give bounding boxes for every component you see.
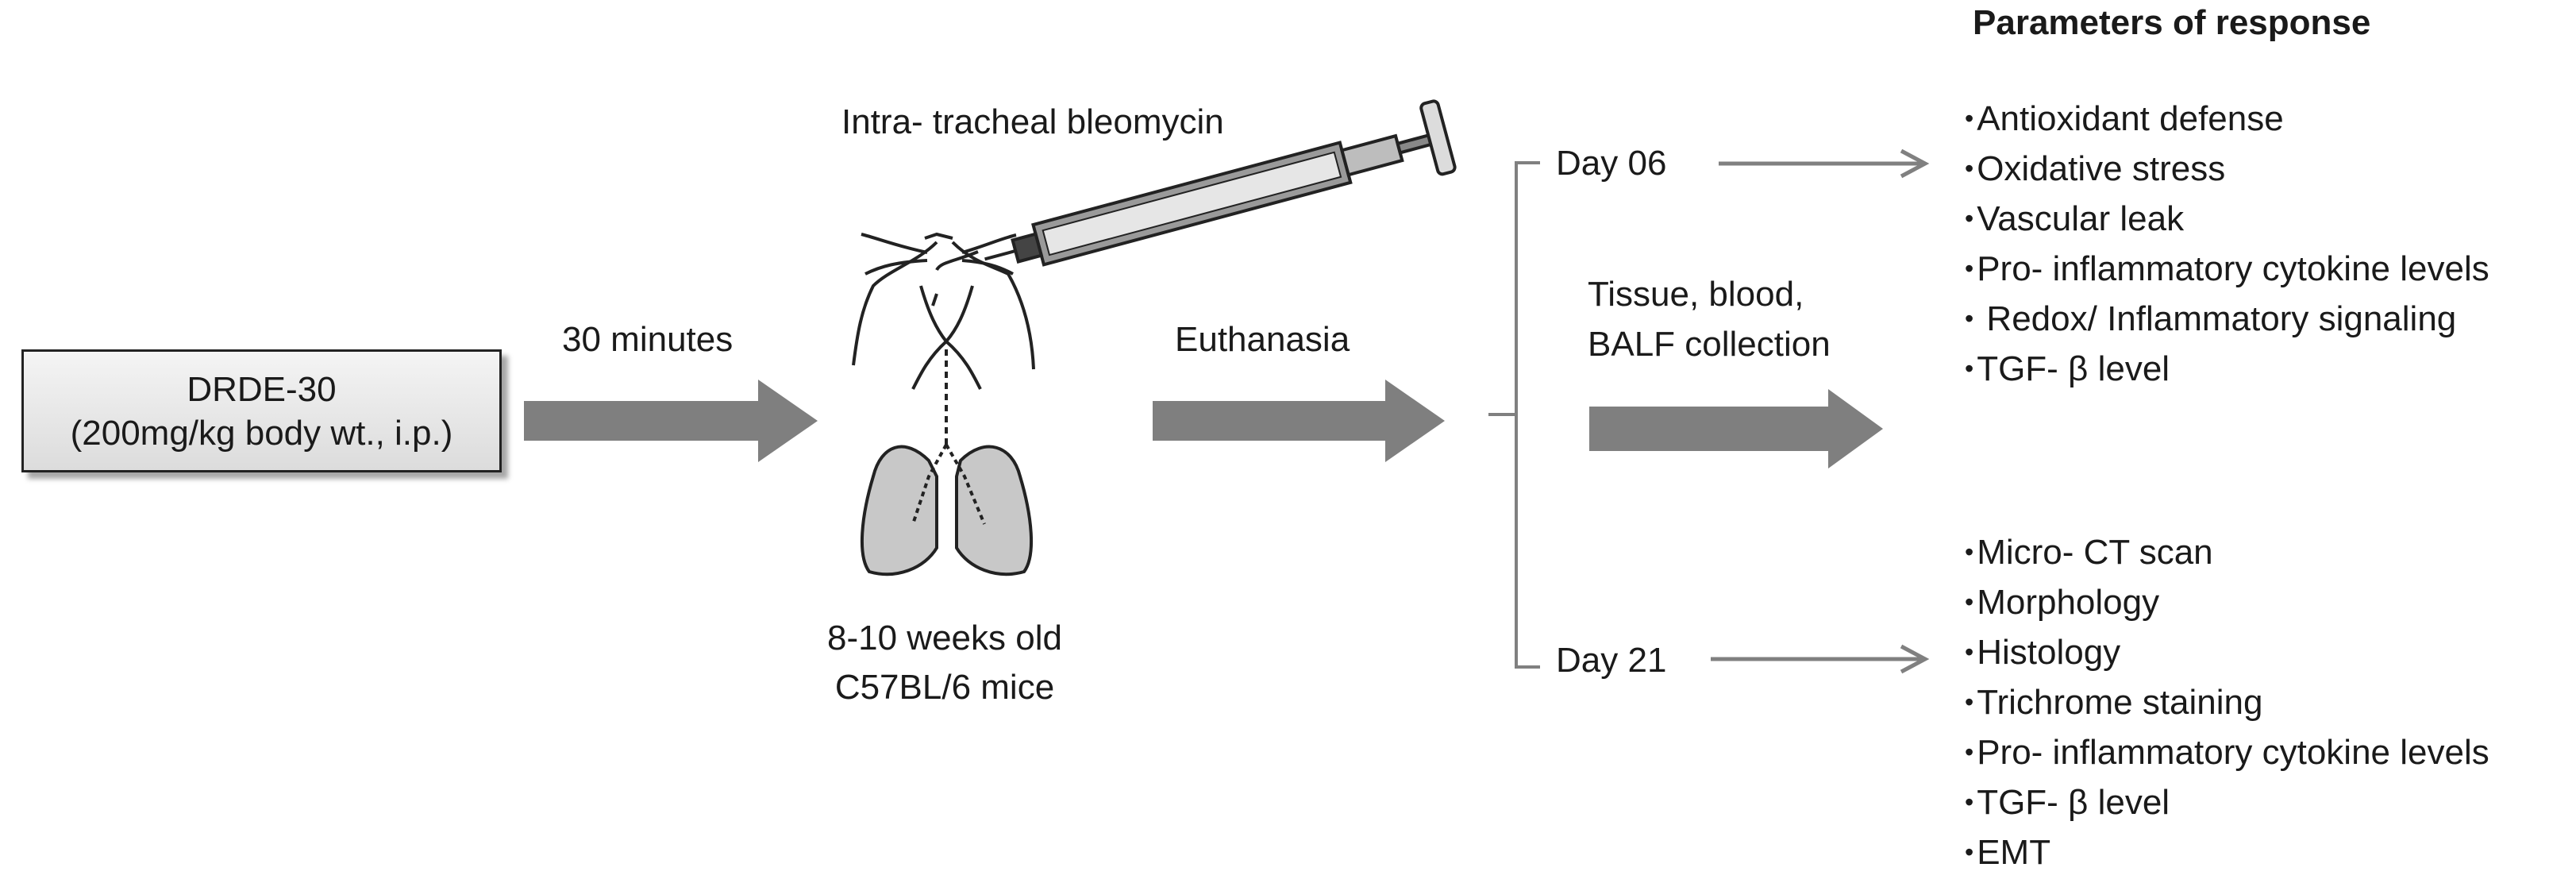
drug-treatment-box: DRDE-30 (200mg/kg body wt., i.p.) [21,349,502,472]
mice-label-line2: C57BL/6 mice [834,668,1055,707]
mouse-lungs-icon [852,232,1035,576]
arrow-day06 [1719,148,1930,179]
parameters-heading: Parameters of response [1973,3,2371,42]
pretreatment-interval-label: 30 minutes [562,320,734,359]
list-item: Redox/ Inflammatory signaling [1965,295,2489,345]
list-item: TGF- β level [1965,345,2489,395]
list-item: Antioxidant defense [1965,95,2489,145]
list-item: Micro- CT scan [1965,529,2489,579]
timepoint-day06: Day 06 [1556,144,1667,183]
list-item: Pro- inflammatory cytokine levels [1965,729,2489,779]
arrow-collection [1589,389,1883,468]
mice-label-line1: 8-10 weeks old [827,619,1062,657]
list-item: Histology [1965,629,2489,679]
syringe-tube [935,250,979,272]
list-item: Trichrome staining [1965,679,2489,729]
euthanasia-label: Euthanasia [1175,320,1350,359]
arrow-euthanasia [1153,380,1445,462]
day06-parameter-list: Antioxidant defense Oxidative stress Vas… [1965,95,2489,395]
list-item: Oxidative stress [1965,145,2489,195]
challenge-label: Intra- tracheal bleomycin [841,102,1224,141]
list-item: EMT [1965,829,2489,879]
list-item: Vascular leak [1965,195,2489,245]
list-item: Morphology [1965,579,2489,629]
arrow-day21 [1711,644,1930,674]
drug-name: DRDE-30 [187,369,337,409]
collection-label-line2: BALF collection [1588,325,1831,364]
day21-parameter-list: Micro- CT scan Morphology Histology Tric… [1965,529,2489,879]
list-item: Pro- inflammatory cytokine levels [1965,245,2489,295]
collection-label-line1: Tissue, blood, [1588,275,1804,314]
list-item: TGF- β level [1965,779,2489,829]
arrow-30-minutes [524,380,818,462]
syringe-icon [984,99,1457,267]
timeline-bracket [1488,161,1540,669]
timepoint-day21: Day 21 [1556,641,1667,680]
drug-dose: (200mg/kg body wt., i.p.) [70,413,453,453]
